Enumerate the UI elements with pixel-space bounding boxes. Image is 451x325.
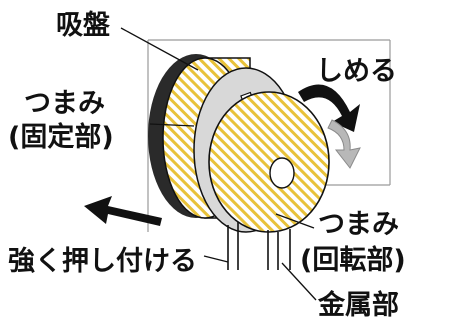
label-knob-rotating-2: (回転部) <box>300 244 406 276</box>
label-press-firmly: 強く押し付ける <box>8 246 197 277</box>
tighten-arrow <box>298 84 361 169</box>
label-metal-part: 金属部 <box>317 289 399 321</box>
knob-rotating-part <box>208 91 330 233</box>
leader-lines <box>120 27 317 301</box>
center-hole <box>269 157 295 189</box>
metal-wire <box>227 222 291 270</box>
label-tighten: しめる <box>316 56 397 87</box>
label-knob-fixed-2: (固定部) <box>8 121 114 153</box>
label-suction-cup: 吸盤 <box>56 10 111 41</box>
label-knob-fixed-1: つまみ <box>24 88 105 119</box>
label-knob-rotating-1: つまみ <box>318 209 399 240</box>
press-arrow <box>84 196 162 226</box>
